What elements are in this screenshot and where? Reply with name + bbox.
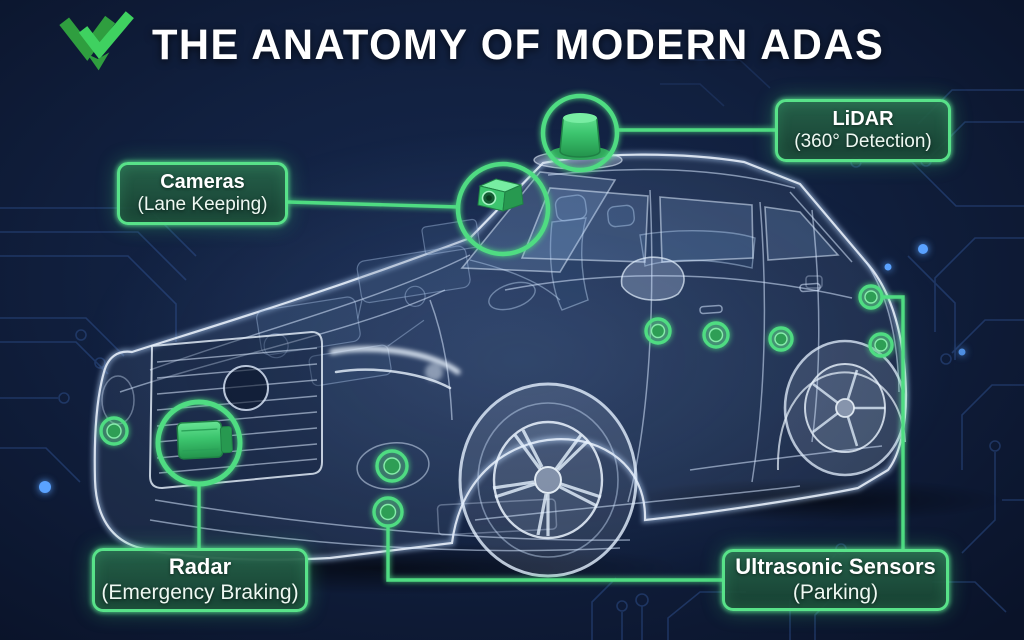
lidar-marker-ring [540, 93, 620, 173]
car-glass [460, 171, 840, 273]
callout-radar-sublabel: (Emergency Braking) [101, 581, 299, 605]
callout-lidar-label: LiDAR [832, 108, 894, 131]
ultrasonic-markers [99, 284, 894, 528]
ultrasonic-rear-connector [882, 295, 905, 549]
ultrasonic-front-connector [386, 527, 722, 582]
headlight [329, 346, 461, 390]
rear-wheel-arch [776, 371, 906, 471]
engine-bay [256, 218, 481, 387]
callout-radar: Radar (Emergency Braking) [92, 548, 308, 612]
callout-connectors [197, 128, 905, 582]
callout-ultrasonic-label: Ultrasonic Sensors [735, 554, 936, 580]
callout-lidar: LiDAR (360° Detection) [775, 99, 951, 162]
callout-lidar-sublabel: (360° Detection) [794, 131, 932, 153]
camera-marker-ring [455, 161, 551, 257]
radar-marker-ring [155, 399, 243, 487]
rear-wheel [783, 339, 907, 477]
side-mirror [620, 256, 685, 301]
adas-logo-icon [59, 11, 134, 71]
header: THE ANATOMY OF MODERN ADAS [56, 8, 907, 82]
radar-sensor [176, 420, 233, 460]
callout-cameras-sublabel: (Lane Keeping) [137, 194, 268, 216]
front-camera-sensor [477, 178, 524, 212]
callout-radar-label: Radar [168, 554, 232, 580]
callout-cameras-label: Cameras [160, 171, 245, 194]
lidar-sensor [533, 113, 623, 170]
cameras-connector [287, 200, 460, 209]
infographic-title: THE ANATOMY OF MODERN ADAS [152, 20, 885, 69]
callout-ultrasonic-sublabel: (Parking) [792, 581, 879, 605]
sensor-markers [155, 93, 620, 487]
glow-dots [39, 244, 966, 493]
car-body [95, 155, 907, 578]
front-wheel [458, 382, 638, 578]
fog-light-housing [356, 442, 430, 490]
callout-ultrasonic: Ultrasonic Sensors (Parking) [722, 549, 949, 611]
callout-cameras: Cameras (Lane Keeping) [117, 162, 288, 225]
